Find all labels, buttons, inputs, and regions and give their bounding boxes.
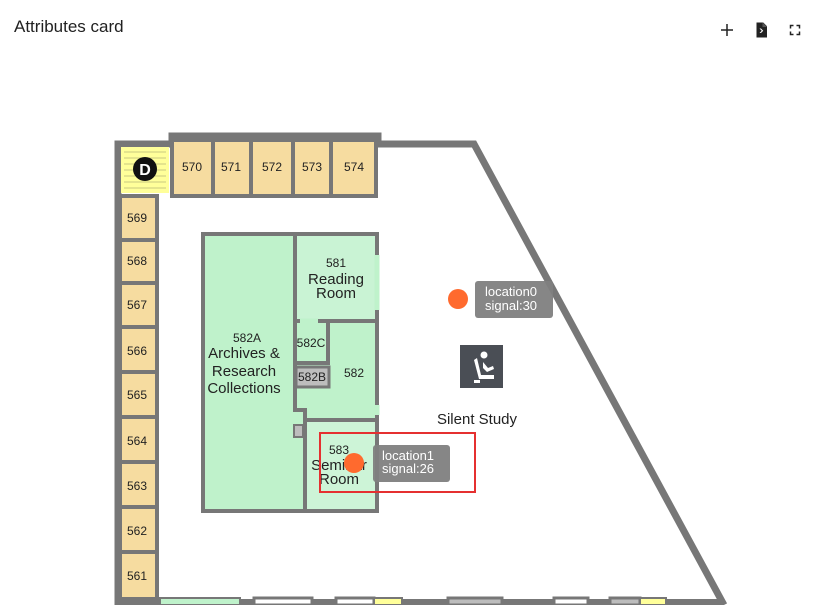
room-565-label: 565 — [127, 388, 147, 402]
room-582C-label: 582C — [297, 336, 326, 350]
room-564-label: 564 — [127, 434, 147, 448]
room-582[interactable] — [293, 319, 379, 422]
plus-icon — [721, 24, 733, 36]
location1-signal: signal:26 — [382, 461, 434, 476]
fullscreen-icon — [789, 24, 801, 36]
location1-tooltip — [373, 445, 450, 482]
fullscreen-button[interactable] — [784, 19, 806, 41]
room-581-name-line1: Reading — [308, 271, 364, 288]
room-567-label: 567 — [127, 298, 147, 312]
room-572[interactable] — [249, 138, 295, 198]
room-582A-name-line3: Collections — [207, 380, 280, 397]
left-offices — [118, 194, 159, 601]
room-581-name-line2: Room — [316, 285, 356, 302]
export-file-icon — [756, 22, 767, 38]
room-572-label: 572 — [262, 160, 282, 174]
central-room-labels: 581 Reading Room 582A Archives & Researc… — [207, 256, 367, 488]
room-582A-number: 582A — [233, 331, 261, 345]
location1-marker-group[interactable]: location1 signal:26 — [344, 445, 450, 482]
card-toolbar — [716, 19, 806, 41]
room-561-label: 561 — [127, 569, 147, 583]
room-571-label: 571 — [221, 160, 241, 174]
location1-marker[interactable] — [344, 453, 364, 473]
room-573-label: 573 — [302, 160, 322, 174]
stair-marker — [133, 157, 157, 181]
stair-label: D — [139, 162, 151, 179]
silent-study-label: Silent Study — [437, 411, 518, 428]
room-561[interactable] — [118, 550, 159, 601]
room-581-number: 581 — [326, 256, 346, 270]
location0-tooltip — [475, 281, 553, 318]
bottom-partial-rooms — [159, 596, 667, 605]
location0-signal: signal:30 — [485, 298, 537, 313]
stairwell: D — [121, 147, 169, 193]
location0-marker-group[interactable]: location0 signal:30 — [448, 281, 553, 318]
room-569[interactable] — [118, 194, 159, 242]
room-563-label: 563 — [127, 479, 147, 493]
top-office-labels: 570 571 572 573 574 — [182, 160, 364, 174]
room-568-label: 568 — [127, 254, 147, 268]
location1-name: location1 — [382, 448, 434, 463]
location0-name: location0 — [485, 284, 537, 299]
add-button[interactable] — [716, 19, 738, 41]
room-582-label: 582 — [344, 366, 364, 380]
room-582B-label: 582B — [298, 370, 326, 384]
room-582B[interactable] — [294, 365, 331, 389]
room-583[interactable] — [303, 418, 379, 513]
room-562[interactable] — [118, 505, 159, 554]
closet — [293, 424, 304, 438]
card-title: Attributes card — [14, 17, 124, 36]
room-582A-name-line1: Archives & — [208, 345, 280, 362]
selection-highlight-box — [319, 432, 476, 493]
location0-marker[interactable] — [448, 289, 468, 309]
silent-study-icon[interactable] — [460, 345, 503, 388]
top-offices — [170, 138, 378, 198]
room-583-number: 583 — [329, 443, 349, 457]
room-570-label: 570 — [182, 160, 202, 174]
room-583-name-line2: Room — [319, 471, 359, 488]
export-button[interactable] — [750, 19, 772, 41]
room-574[interactable] — [329, 138, 378, 198]
room-574-label: 574 — [344, 160, 364, 174]
left-office-labels: 569 568 567 566 565 564 563 562 561 — [127, 211, 147, 583]
room-569-label: 569 — [127, 211, 147, 225]
room-582A-name-line2: Research — [212, 363, 276, 380]
room-566-label: 566 — [127, 344, 147, 358]
door-gaps — [300, 255, 380, 415]
room-562-label: 562 — [127, 524, 147, 538]
central-rooms — [201, 232, 379, 513]
